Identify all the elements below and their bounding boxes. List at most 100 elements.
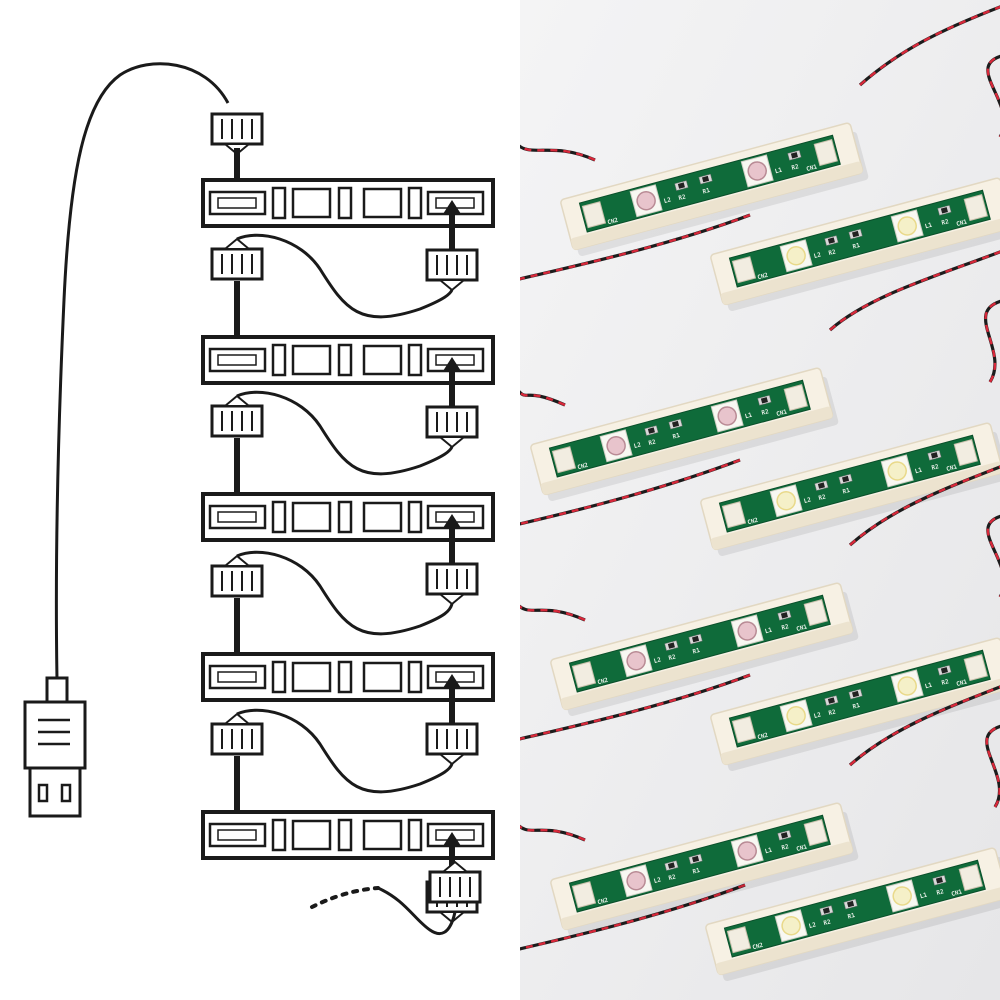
arrow-up-icon	[443, 200, 461, 214]
connector-tip	[437, 279, 467, 292]
resistor-body	[667, 642, 675, 649]
connector-housing	[425, 248, 479, 282]
resistor-icon	[337, 186, 353, 220]
silkscreen-label: R2	[818, 493, 827, 502]
continuation-cable	[377, 886, 457, 935]
resistor-body	[780, 832, 788, 839]
resistor-body	[647, 427, 655, 434]
wire-red	[520, 673, 751, 741]
jst-socket-right	[803, 599, 828, 627]
wiring-diagram	[23, 62, 495, 935]
connector-tip	[437, 593, 467, 606]
silkscreen-label: CN2	[597, 677, 610, 687]
silkscreen-label: CN2	[607, 217, 620, 227]
silkscreen-label: R2	[931, 463, 940, 472]
silkscreen-label: L1	[764, 847, 773, 856]
usb-strain-relief	[45, 676, 69, 706]
silkscreen-label: L1	[924, 682, 933, 691]
resistor-icon	[271, 186, 287, 220]
led-chip-icon	[291, 661, 332, 693]
jst-connector-icon	[428, 860, 482, 904]
silkscreen-label: R2	[668, 873, 677, 882]
usb-contact	[60, 783, 72, 803]
silkscreen-label: R2	[781, 843, 790, 852]
housing-edge	[721, 676, 1000, 765]
resistor-body	[817, 482, 825, 489]
silkscreen-label: R2	[828, 248, 837, 257]
silkscreen-label: R1	[847, 912, 856, 921]
daisy-chain-cable	[236, 708, 454, 794]
led-lens	[747, 161, 767, 181]
jst-socket-right	[953, 439, 978, 467]
jst-socket-left	[551, 446, 577, 474]
silkscreen-label: R2	[936, 888, 945, 897]
housing-edge	[571, 161, 863, 250]
silkscreen-label: R2	[648, 438, 657, 447]
led-strip	[201, 178, 495, 228]
jst-connector-icon	[210, 394, 264, 438]
led-lens	[776, 490, 796, 511]
resistor-icon	[271, 343, 287, 377]
led-chip-icon	[291, 501, 332, 533]
led-lens	[892, 886, 912, 906]
silkscreen-label: L2	[808, 921, 817, 930]
silkscreen-label: CN2	[752, 942, 765, 952]
wire-red	[849, 465, 1000, 546]
silkscreen-label: R2	[678, 193, 687, 202]
connector-housing	[425, 405, 479, 439]
silkscreen-label: L2	[813, 251, 822, 260]
strip-port-slot	[217, 671, 257, 683]
resistor-icon	[407, 660, 423, 694]
silkscreen-label: L1	[924, 222, 933, 231]
wire-red	[986, 515, 1000, 597]
silkscreen-label: R2	[781, 623, 790, 632]
resistor-body	[692, 855, 700, 863]
jst-socket-left	[571, 881, 597, 909]
jst-socket-left	[571, 661, 597, 689]
silkscreen-label: L1	[744, 412, 753, 421]
led-chip-icon	[291, 819, 332, 851]
led-lens	[897, 216, 917, 236]
jst-socket-left	[721, 501, 747, 529]
arrow-up-icon	[443, 674, 461, 688]
jst-connector-icon	[210, 112, 264, 156]
led-lens	[887, 461, 907, 481]
jst-connector-icon	[210, 712, 264, 756]
silkscreen-label: CN1	[796, 623, 809, 633]
housing-edge	[561, 841, 853, 930]
usb-body	[23, 700, 87, 770]
connector-housing	[210, 112, 264, 146]
silkscreen-label: R1	[672, 432, 681, 441]
silkscreen-label: CN2	[757, 732, 770, 742]
silkscreen-label: L1	[764, 627, 773, 636]
wire-red	[986, 55, 1000, 137]
housing-edge	[711, 461, 1000, 550]
connector-tip	[222, 554, 252, 567]
resistor-icon	[271, 818, 287, 852]
wire-red	[859, 5, 1000, 86]
led-chip-icon	[362, 501, 403, 533]
resistor-icon	[337, 500, 353, 534]
silkscreen-label: L2	[803, 496, 812, 505]
resistor-icon	[271, 660, 287, 694]
resistor-body	[852, 690, 860, 698]
resistor-body	[827, 697, 835, 704]
jst-socket-left	[581, 201, 607, 229]
silkscreen-label: CN1	[946, 463, 959, 473]
silkscreen-label: CN1	[956, 218, 969, 228]
resistor-body	[672, 420, 680, 428]
led-chip-icon	[362, 187, 403, 219]
led-lens	[786, 245, 806, 266]
strip-port-slot	[217, 354, 257, 366]
resistor-icon	[271, 500, 287, 534]
resistor-body	[852, 230, 860, 238]
led-lens	[606, 435, 626, 456]
usb-cable	[54, 62, 230, 681]
silkscreen-label: L2	[813, 711, 822, 720]
